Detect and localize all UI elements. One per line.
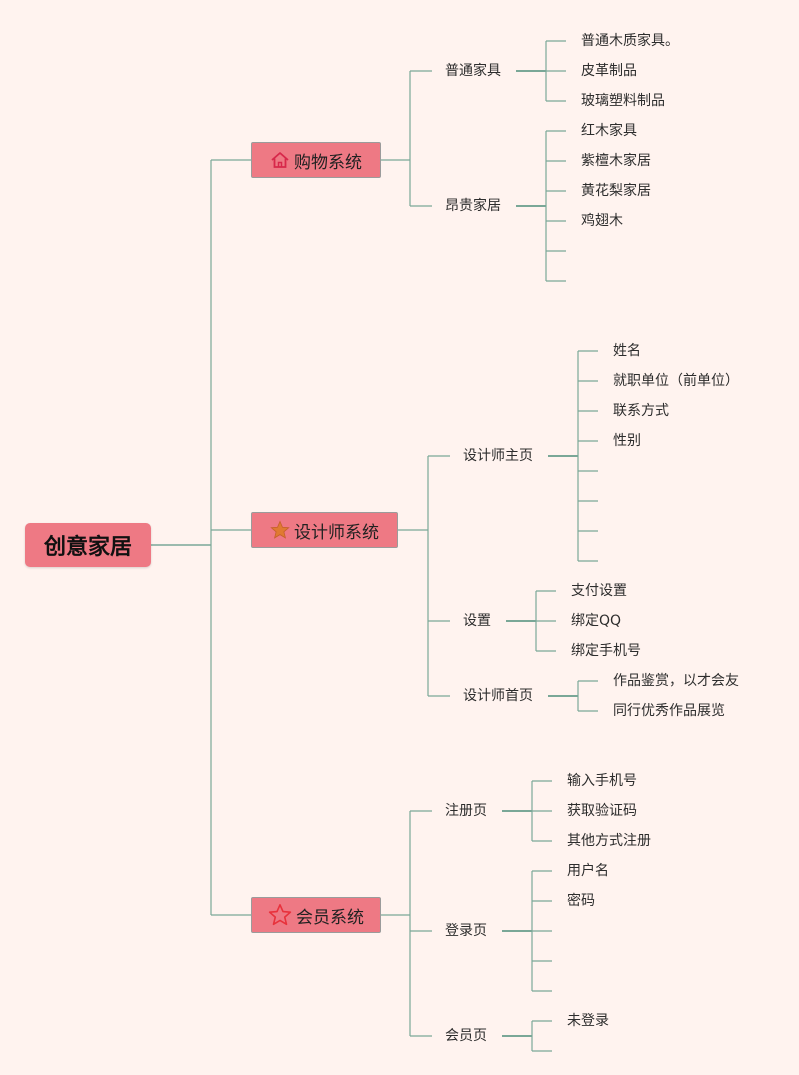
category-node[interactable]: 昂贵家居 [445,198,501,214]
leaf-node[interactable]: 作品鉴赏，以才会友 [613,673,739,689]
category-node[interactable]: 设置 [463,613,491,629]
category-node[interactable]: 设计师主页 [463,448,533,464]
leaf-node[interactable]: 用户名 [567,863,609,879]
root-label: 创意家居 [43,535,132,560]
leaf-node[interactable]: 性别 [613,433,641,449]
leaf-node[interactable]: 绑定QQ [571,613,622,629]
leaf-node[interactable]: 支付设置 [571,583,627,599]
leaf-node[interactable]: 姓名 [613,343,641,359]
category-node[interactable]: 登录页 [445,923,487,939]
leaf-node[interactable]: 鸡翅木 [581,213,623,229]
leaf-node[interactable]: 同行优秀作品展览 [613,703,725,719]
star-outline-icon [268,903,292,927]
leaf-node[interactable]: 未登录 [567,1013,609,1029]
leaf-node[interactable]: 紫檀木家居 [581,153,651,169]
branch-label: 设计师系统 [294,522,379,543]
leaf-node[interactable]: 获取验证码 [567,803,637,819]
leaf-node[interactable]: 黄花梨家居 [581,183,651,199]
category-node[interactable]: 普通家具 [445,63,501,79]
leaf-node[interactable]: 输入手机号 [567,773,637,789]
leaf-node[interactable]: 密码 [567,893,595,909]
leaf-node[interactable]: 普通木质家具。 [581,33,679,49]
category-node[interactable]: 设计师首页 [463,688,533,704]
category-node[interactable]: 会员页 [445,1028,487,1044]
leaf-node[interactable]: 皮革制品 [581,63,637,79]
branch-label: 会员系统 [296,907,364,928]
branch-shopping-system[interactable]: 购物系统 [251,142,381,178]
leaf-node[interactable]: 就职单位（前单位） [613,373,739,389]
category-node[interactable]: 注册页 [445,803,487,819]
branch-member-system[interactable]: 会员系统 [251,897,381,933]
root-node[interactable]: 创意家居 [25,523,151,567]
leaf-node[interactable]: 玻璃塑料制品 [581,93,665,109]
leaf-node[interactable]: 绑定手机号 [571,643,641,659]
leaf-node[interactable]: 其他方式注册 [567,833,651,849]
leaf-node[interactable]: 联系方式 [613,403,669,419]
branch-designer-system[interactable]: 设计师系统 [251,512,398,548]
leaf-node[interactable]: 红木家具 [581,123,637,139]
home-icon [270,151,290,169]
branch-label: 购物系统 [294,152,362,173]
star-filled-icon [270,520,290,540]
